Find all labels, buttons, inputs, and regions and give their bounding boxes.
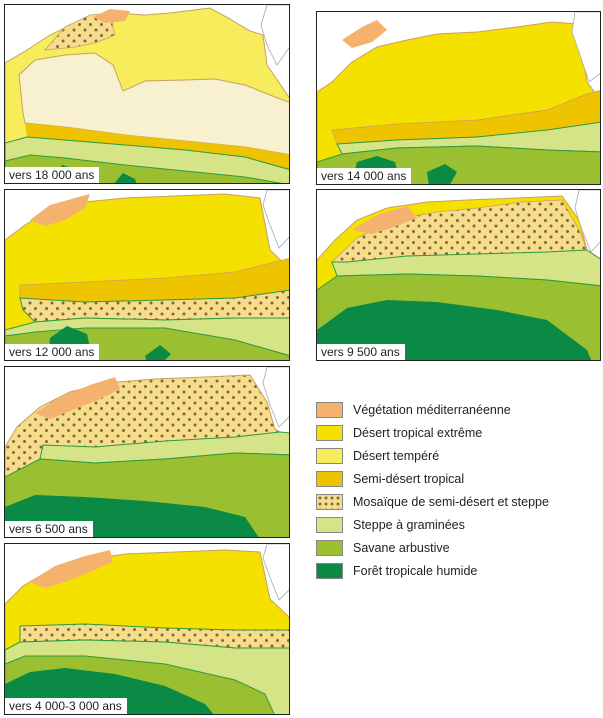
legend-label: Steppe à graminées — [353, 517, 465, 532]
period-label: vers 4 000-3 000 ans — [5, 698, 127, 714]
map-4000-3000 — [5, 544, 289, 714]
period-label: vers 9 500 ans — [317, 344, 405, 360]
map-18000 — [5, 5, 289, 183]
legend-swatch — [316, 539, 343, 556]
map-14000 — [317, 12, 600, 184]
map-panel-18000: vers 18 000 ans — [4, 4, 290, 184]
legend-item-grass-steppe: Steppe à graminées — [316, 513, 549, 536]
legend-item-temperate-desert: Désert tempéré — [316, 444, 549, 467]
map-panel-6500: vers 6 500 ans — [4, 366, 290, 538]
legend-item-mediterranean: Végétation méditerranéenne — [316, 398, 549, 421]
legend-label: Mosaïque de semi-désert et steppe — [353, 494, 549, 509]
map-panel-4000-3000: vers 4 000-3 000 ans — [4, 543, 290, 715]
legend-label: Végétation méditerranéenne — [353, 402, 511, 417]
period-label: vers 6 500 ans — [5, 521, 93, 537]
legend: Végétation méditerranéenne Désert tropic… — [316, 398, 549, 582]
legend-swatch-dotted — [316, 493, 343, 510]
map-panel-9500: vers 9 500 ans — [316, 189, 601, 361]
legend-swatch — [316, 447, 343, 464]
legend-swatch — [316, 470, 343, 487]
period-label: vers 14 000 ans — [317, 168, 412, 184]
period-label: vers 12 000 ans — [5, 344, 100, 360]
legend-item-rainforest: Forêt tropicale humide — [316, 559, 549, 582]
map-12000 — [5, 190, 289, 360]
legend-label: Semi-désert tropical — [353, 471, 465, 486]
map-panel-14000: vers 14 000 ans — [316, 11, 601, 185]
legend-swatch — [316, 516, 343, 533]
legend-item-mosaic: Mosaïque de semi-désert et steppe — [316, 490, 549, 513]
map-6500 — [5, 367, 289, 537]
legend-label: Savane arbustive — [353, 540, 450, 555]
legend-item-shrub-savanna: Savane arbustive — [316, 536, 549, 559]
legend-swatch — [316, 562, 343, 579]
legend-item-semi-desert: Semi-désert tropical — [316, 467, 549, 490]
legend-label: Désert tempéré — [353, 448, 440, 463]
legend-item-extreme-desert: Désert tropical extrême — [316, 421, 549, 444]
map-9500 — [317, 190, 600, 360]
legend-label: Désert tropical extrême — [353, 425, 483, 440]
legend-swatch — [316, 401, 343, 418]
legend-swatch — [316, 424, 343, 441]
map-panel-12000: vers 12 000 ans — [4, 189, 290, 361]
legend-label: Forêt tropicale humide — [353, 563, 478, 578]
period-label: vers 18 000 ans — [5, 167, 100, 183]
